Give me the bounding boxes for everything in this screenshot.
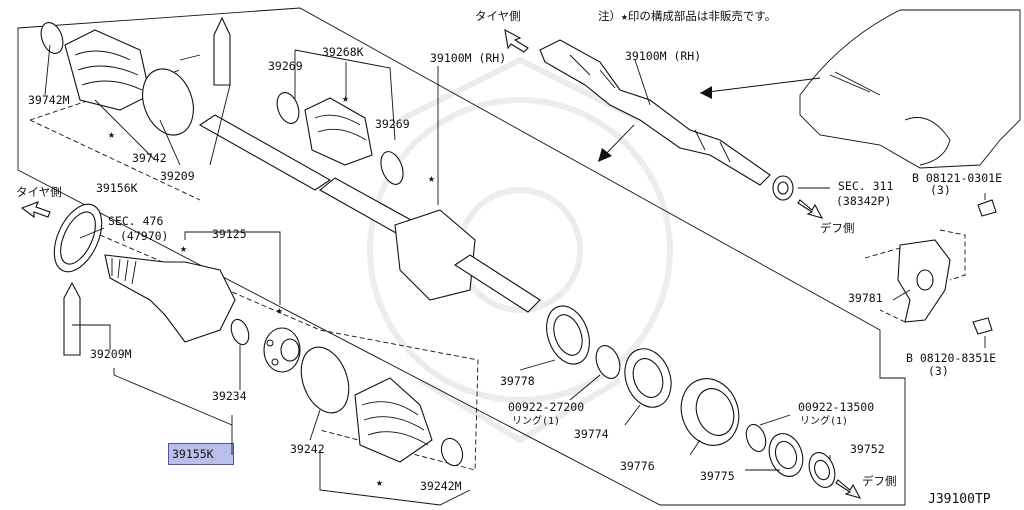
boot-kit-boundary-lower bbox=[99, 234, 479, 471]
bearing-39774-shape bbox=[624, 348, 672, 408]
vehicle-outline bbox=[799, 9, 1021, 169]
label-39774[interactable]: 39774 bbox=[574, 427, 609, 441]
svg-text:★: ★ bbox=[180, 241, 187, 255]
label-39125[interactable]: 39125 bbox=[212, 227, 247, 241]
label-39209m[interactable]: 39209M bbox=[90, 347, 132, 361]
clamp-39742m-shape bbox=[40, 22, 64, 54]
star-marker-1: ★ bbox=[108, 127, 115, 141]
clamp-39209-shape bbox=[142, 54, 201, 136]
star-marker-4: ★ bbox=[180, 241, 187, 255]
label-00922-13500[interactable]: 00922-13500 bbox=[798, 400, 874, 414]
diff-side-arrow-right bbox=[797, 199, 824, 219]
svg-text:★: ★ bbox=[276, 303, 283, 317]
star-marker-2: ★ bbox=[342, 91, 349, 105]
label-39742[interactable]: 39742 bbox=[132, 151, 167, 165]
boot-lower-shape bbox=[354, 377, 433, 463]
label-39100m-a[interactable]: 39100M (RH) bbox=[430, 51, 506, 65]
label-39752[interactable]: 39752 bbox=[850, 442, 885, 456]
label-sec311[interactable]: SEC. 311 bbox=[838, 179, 893, 193]
label-39100m-b[interactable]: 39100M (RH) bbox=[625, 49, 701, 63]
label-39778[interactable]: 39778 bbox=[500, 374, 535, 388]
housing-39776-shape bbox=[680, 378, 740, 446]
label-00922-27200[interactable]: 00922-27200 bbox=[508, 400, 584, 414]
label-39156k[interactable]: 39156K bbox=[96, 181, 138, 195]
leader-lines bbox=[44, 44, 986, 506]
label-39234[interactable]: 39234 bbox=[212, 389, 247, 403]
star-marker-6: ★ bbox=[376, 475, 383, 489]
svg-text:★: ★ bbox=[376, 475, 383, 489]
seal-39752-shape bbox=[808, 452, 836, 488]
diagram-code: J39100TP bbox=[928, 492, 991, 507]
label-39269-a[interactable]: 39269 bbox=[268, 59, 303, 73]
diff-side-label-bottom: デフ側 bbox=[862, 474, 897, 488]
direction-arrow-rh bbox=[598, 77, 821, 162]
label-ring-b: リング(1) bbox=[800, 414, 848, 427]
star-marker-5: ★ bbox=[276, 303, 283, 317]
rh-shaft-shape bbox=[539, 39, 771, 186]
label-39242[interactable]: 39242 bbox=[290, 442, 325, 456]
label-08121-qty: (3) bbox=[930, 183, 951, 197]
ball-cage-shape bbox=[263, 327, 301, 373]
tire-side-arrow-top bbox=[504, 28, 529, 53]
tire-side-label-left: タイヤ側 bbox=[16, 185, 62, 199]
label-39775[interactable]: 39775 bbox=[700, 469, 735, 483]
label-sec311-ref: (38342P) bbox=[836, 194, 891, 208]
seal-47970-shape bbox=[53, 203, 103, 273]
tire-side-arrow-left bbox=[20, 201, 51, 219]
label-39268k[interactable]: 39268K bbox=[322, 45, 364, 59]
clamp-39242m-shape bbox=[440, 437, 464, 467]
star-marker-3: ★ bbox=[428, 171, 435, 185]
diff-side-label-right: デフ側 bbox=[820, 221, 855, 235]
assembly-boundary bbox=[17, 7, 906, 506]
seal-39778-shape bbox=[546, 305, 590, 365]
tire-side-label-top: タイヤ側 bbox=[475, 9, 521, 23]
label-39155k[interactable]: 39155K bbox=[172, 447, 214, 461]
clamp-39242-shape bbox=[300, 346, 350, 414]
outer-joint-39155k-shape bbox=[104, 254, 236, 343]
shaft-upper-shape bbox=[198, 114, 332, 191]
label-39776[interactable]: 39776 bbox=[620, 459, 655, 473]
label-39269-b[interactable]: 39269 bbox=[375, 117, 410, 131]
label-08120-8351e[interactable]: B 08120-8351E bbox=[906, 351, 996, 365]
svg-text:★: ★ bbox=[428, 171, 435, 185]
selected-part-highlight bbox=[168, 443, 234, 465]
seal-39775-shape bbox=[768, 433, 804, 477]
boot-39742-shape bbox=[64, 29, 151, 111]
label-39742m[interactable]: 39742M bbox=[28, 93, 70, 107]
main-shaft-shape bbox=[319, 177, 541, 313]
label-08120-qty: (3) bbox=[928, 364, 949, 378]
grease-tube-upper-shape bbox=[213, 16, 231, 86]
label-39781[interactable]: 39781 bbox=[848, 291, 883, 305]
note-text: 注）★印の構成部品は非販売です。 bbox=[598, 9, 776, 23]
label-08121-0301e[interactable]: B 08121-0301E bbox=[912, 171, 1002, 185]
bracket-39781-shape bbox=[864, 229, 966, 323]
svg-text:★: ★ bbox=[342, 91, 349, 105]
circlip-39234-shape bbox=[230, 318, 250, 346]
label-sec476[interactable]: SEC. 476 bbox=[108, 214, 163, 228]
svg-text:★: ★ bbox=[108, 127, 115, 141]
label-sec476-ref: (47970) bbox=[120, 229, 168, 243]
snap-ring-b-shape bbox=[745, 423, 767, 453]
grease-tube-lower-shape bbox=[63, 281, 81, 356]
boot-39268k-shape bbox=[276, 92, 404, 185]
label-39242m[interactable]: 39242M bbox=[420, 479, 462, 493]
bolt-upper-shape bbox=[977, 199, 997, 217]
label-39209[interactable]: 39209 bbox=[160, 169, 195, 183]
bolt-lower-shape bbox=[972, 317, 993, 335]
snap-ring-a-shape bbox=[595, 345, 621, 379]
label-ring-a: リング(1) bbox=[512, 414, 560, 427]
seal-38342p-shape bbox=[772, 175, 794, 201]
diff-side-arrow-bottom bbox=[835, 479, 862, 499]
